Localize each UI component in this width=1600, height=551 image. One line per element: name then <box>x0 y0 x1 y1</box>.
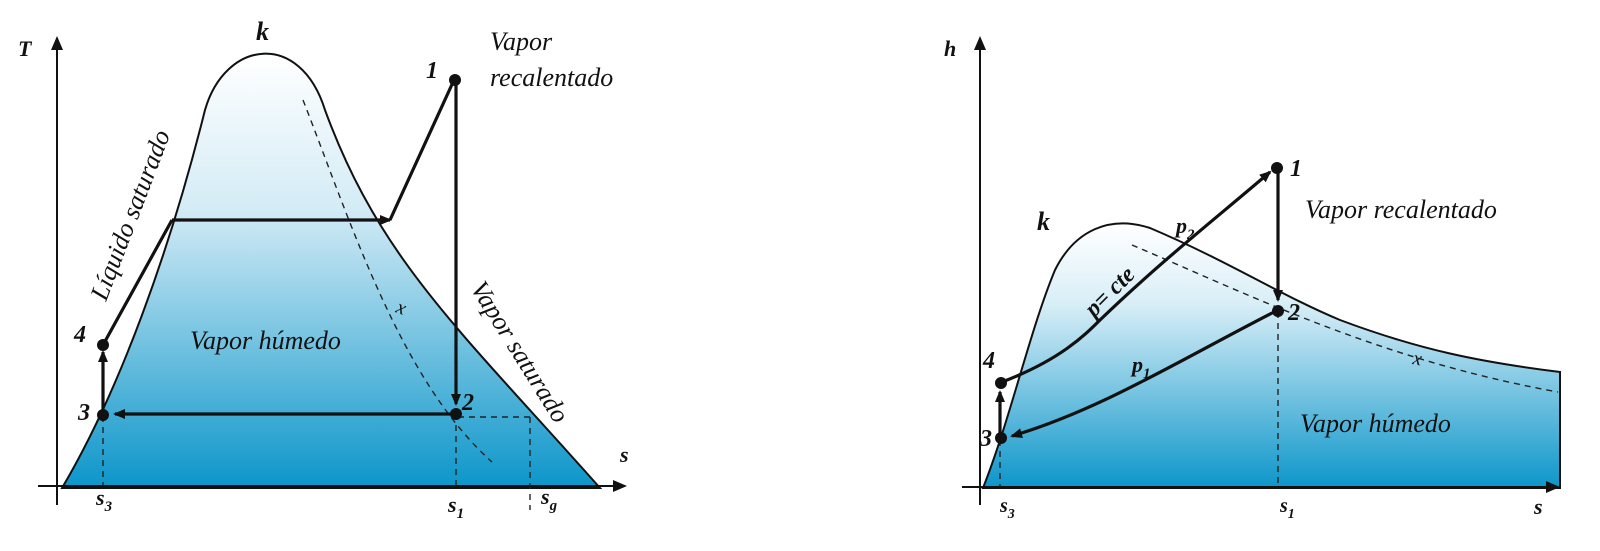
hs-point-4 <box>995 377 1007 389</box>
hs-point-label-3: 3 <box>979 426 992 452</box>
hs-axis-label-h: h <box>944 36 956 61</box>
hs-superheated-label: Vapor recalentado <box>1305 195 1497 224</box>
ts-point-label-3: 3 <box>77 400 90 426</box>
hs-diagram: h s k 1 2 3 4 Vapor recalentado Vapor hú… <box>944 36 1561 522</box>
ts-superheated-label-1: Vapor <box>490 27 553 56</box>
hs-point-1 <box>1271 162 1283 174</box>
ts-point-4 <box>97 339 109 351</box>
ts-axis-label-T: T <box>18 36 33 61</box>
ts-point-1 <box>449 74 461 86</box>
hs-tick-s1: s1 <box>1279 495 1295 522</box>
hs-critical-point-k: k <box>1037 207 1050 236</box>
ts-tick-s3: s3 <box>95 485 113 515</box>
hs-axis-label-s: s <box>1533 494 1543 519</box>
hs-process-2-3 <box>1010 310 1275 438</box>
hs-process-4-1 <box>1001 170 1272 384</box>
hs-point-label-1: 1 <box>1290 156 1302 182</box>
ts-tick-sg: sg <box>540 484 558 514</box>
hs-wet-vapor-label: Vapor húmedo <box>1300 409 1451 438</box>
ts-axis-label-s: s <box>619 442 629 467</box>
ts-point-2 <box>450 408 462 420</box>
hs-tick-s3: s3 <box>999 495 1015 522</box>
hs-point-2 <box>1272 305 1284 317</box>
hs-isobar-p1-label: p1 <box>1130 352 1151 382</box>
hs-quality-label: x <box>1410 347 1424 370</box>
ts-point-label-1: 1 <box>426 58 438 84</box>
ts-superheated-label-2: recalentado <box>490 63 613 92</box>
ts-point-label-2: 2 <box>461 390 474 416</box>
hs-point-label-4: 4 <box>982 348 995 374</box>
hs-isobar-p2-label: p2 <box>1174 213 1195 243</box>
hs-point-label-2: 2 <box>1287 300 1300 326</box>
ts-point-3 <box>97 409 109 421</box>
ts-diagram: T s k 1 2 3 4 Vapor recalentado Vapor hú… <box>18 17 629 522</box>
ts-wet-vapor-label: Vapor húmedo <box>190 326 341 355</box>
ts-tick-s1: s1 <box>447 492 464 522</box>
ts-quality-line <box>302 99 493 463</box>
ts-point-label-4: 4 <box>73 322 86 348</box>
ts-process-superheat <box>388 79 456 221</box>
ts-critical-point-k: k <box>256 17 269 46</box>
hs-point-3 <box>995 432 1007 444</box>
hs-dome <box>981 222 1561 489</box>
ts-process-4-5 <box>101 219 174 346</box>
